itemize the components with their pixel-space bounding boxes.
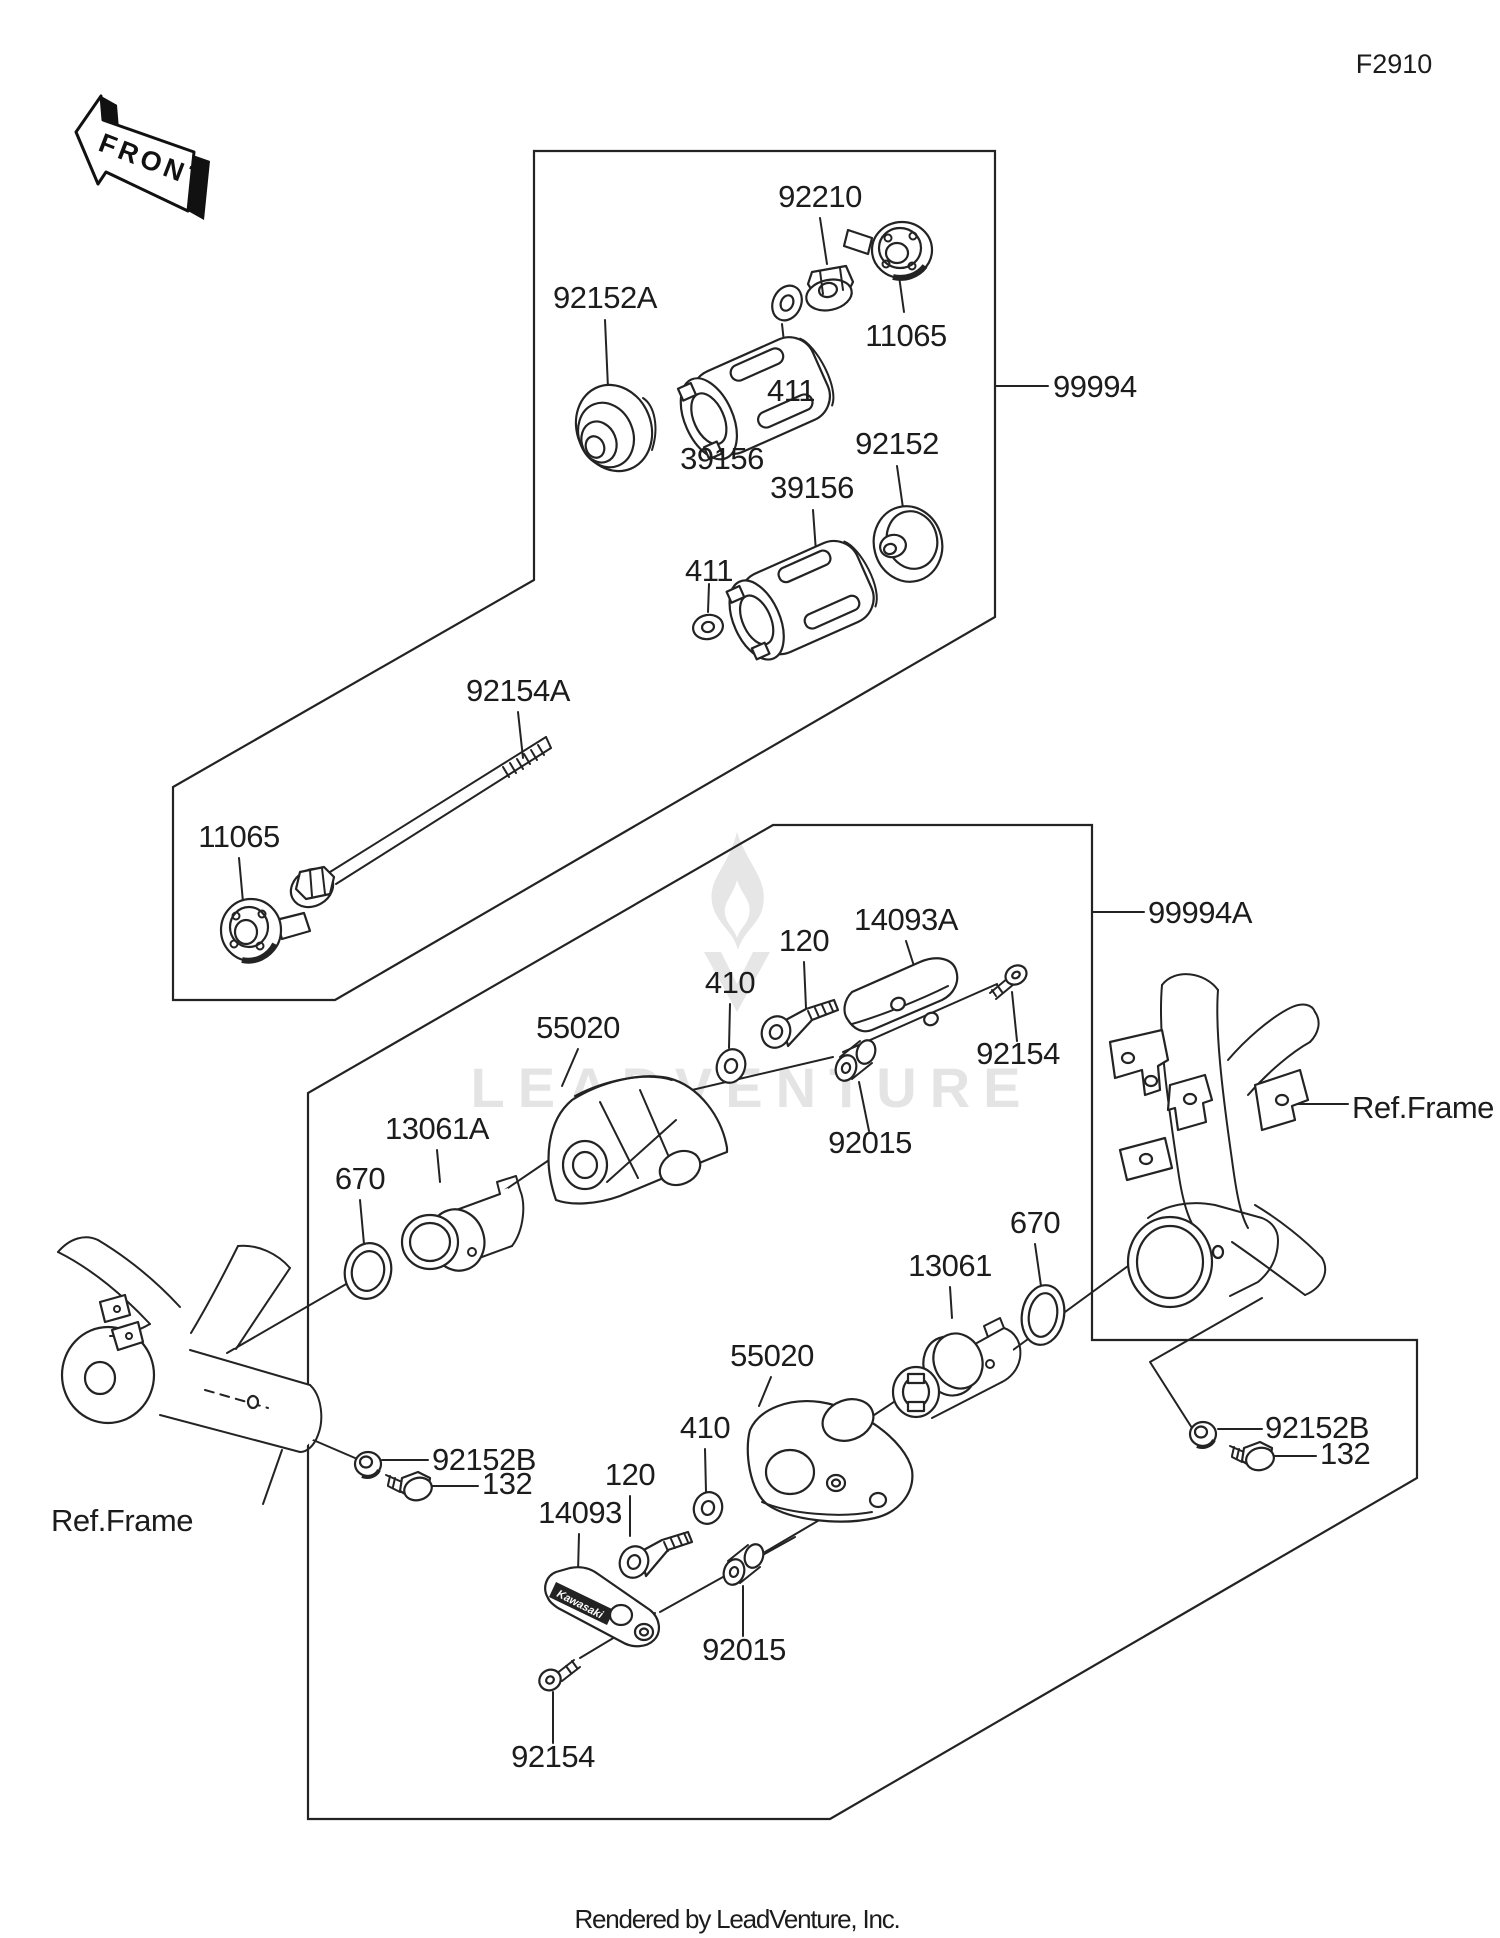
watermark-v-icon [704,952,770,1012]
part-670-oring-right [1020,1284,1066,1346]
part-92015-collar-bottom [722,1543,765,1586]
part-13061-slider [891,1317,1022,1422]
part-92152-cap [872,505,944,583]
label-120-top: 120 [779,923,829,958]
label-99994a: 99994A [1148,895,1253,930]
frame-right [1108,973,1327,1309]
figure-code: F2910 [1356,49,1433,79]
part-14093a-plate [843,957,959,1033]
front-direction-arrow: FRONT [74,94,211,220]
label-39156-bottom: 39156 [770,470,854,505]
label-132-right: 132 [1320,1436,1370,1471]
part-11065-clip-left [219,897,312,964]
label-11065-top: 11065 [865,318,946,353]
label-ref-frame-right: Ref.Frame [1352,1090,1494,1125]
label-132-left: 132 [482,1466,532,1501]
part-411-washer-top [771,284,803,322]
kit-box-99994a [306,823,1419,1821]
label-13061a: 13061A [385,1111,490,1146]
label-92154-top: 92154 [976,1036,1060,1071]
label-120-bottom: 120 [605,1457,655,1492]
kawasaki-logo-band [549,1582,614,1625]
part-55020-bracket-bottom [746,1398,914,1523]
part-11065-clip-top [842,220,934,281]
part-92154-screw-top [989,964,1028,1000]
part-120-bolt-bottom [618,1530,694,1579]
part-411-washer-bottom [692,613,724,641]
label-55020-bottom: 55020 [730,1338,814,1373]
part-92152b-washer-left [353,1450,383,1479]
label-13061: 13061 [908,1248,992,1283]
label-99994: 99994 [1053,369,1137,404]
part-670-oring-left [343,1242,393,1300]
label-411-top: 411 [767,373,815,408]
label-14093: 14093 [538,1495,622,1530]
watermark-text: LEADVENTURE [470,1056,1033,1119]
part-39156-slider-top [676,336,835,461]
label-92210: 92210 [778,179,862,214]
part-92015-collar-top [834,1039,877,1082]
part-132-bolt-right [1229,1440,1275,1472]
part-14093-plate: Kawasaki [544,1566,660,1648]
label-92154-bottom: 92154 [511,1739,595,1774]
label-55020-top: 55020 [536,1010,620,1045]
label-410-bottom: 410 [680,1410,730,1445]
part-39156-slider-bottom [725,539,878,661]
part-55020-bracket-top [547,1075,729,1205]
part-labels: F2910 92210 92152A 11065 411 39156 92152… [51,49,1494,1774]
part-410-washer-top2 [715,1048,747,1084]
kit-box-99994 [171,149,997,1002]
part-132-bolt-left [385,1470,433,1502]
label-411-bottom: 411 [685,553,733,588]
part-120-bolt-top [760,998,840,1049]
label-92152: 92152 [855,426,939,461]
label-670-right: 670 [1010,1205,1060,1240]
part-92154-screw-bottom [538,1659,581,1692]
part-92152b-washer-right [1188,1420,1218,1449]
frame-left [57,1236,323,1453]
label-92152b-left: 92152B [432,1442,536,1477]
footer-credit: Rendered by LeadVenture, Inc. [574,1904,899,1934]
label-92152a: 92152A [553,280,658,315]
label-92152b-right: 92152B [1265,1410,1369,1445]
part-92154a-bolt [289,736,552,909]
label-92154a: 92154A [466,673,571,708]
label-ref-frame-left: Ref.Frame [51,1503,193,1538]
part-92152a-cap [574,383,657,473]
label-670-left: 670 [335,1161,385,1196]
label-14093a: 14093A [854,902,959,937]
part-13061a-slider [400,1175,525,1272]
label-92015-top: 92015 [828,1125,912,1160]
label-11065-left: 11065 [198,819,279,854]
label-39156-top: 39156 [680,441,764,476]
part-410-washer-bottom2 [692,1491,724,1525]
part-92210-nut [805,264,855,312]
label-410-top: 410 [705,965,755,1000]
label-92015-bottom: 92015 [702,1632,786,1667]
